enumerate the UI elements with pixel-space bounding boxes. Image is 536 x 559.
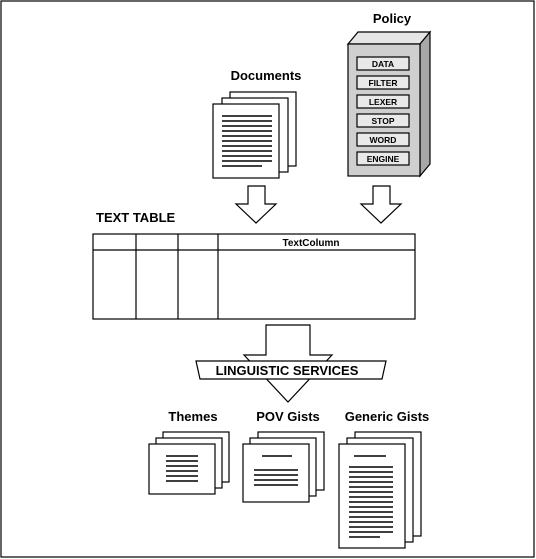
policy-item-box [356, 75, 410, 90]
documents-arrow [234, 185, 278, 224]
themes-label: Themes [168, 409, 217, 424]
text-table [92, 233, 416, 320]
policy-item-box [356, 56, 410, 71]
policy-item-engine: ENGINE [367, 154, 400, 164]
generic-gists-stack [338, 431, 422, 549]
pov-gists-label: POV Gists [256, 409, 320, 424]
linguistic-services-banner [195, 360, 387, 380]
text-table-label: TEXT TABLE [96, 210, 176, 225]
policy-item-filter: FILTER [368, 78, 397, 88]
policy-item-lexer: LEXER [369, 97, 397, 107]
themes-stack [148, 431, 230, 495]
policy-arrow [359, 185, 403, 224]
generic-gists-label: Generic Gists [345, 409, 430, 424]
pov-gists-stack [242, 431, 325, 503]
documents-stack [212, 91, 297, 179]
policy-item-stop: STOP [372, 116, 395, 126]
policy-item-box [356, 94, 410, 109]
policy-item-word: WORD [370, 135, 397, 145]
policy-item-data: DATA [372, 59, 394, 69]
policy-items: DATA FILTER LEXER STOP WORD ENGINE [356, 56, 410, 166]
text-column-header: TextColumn [282, 238, 339, 249]
policy-item-box [356, 132, 410, 147]
documents-label: Documents [231, 68, 302, 83]
policy-item-box [356, 151, 410, 166]
policy-label: Policy [373, 11, 412, 26]
linguistic-services-label: LINGUISTIC SERVICES [216, 363, 359, 378]
policy-item-box [356, 113, 410, 128]
